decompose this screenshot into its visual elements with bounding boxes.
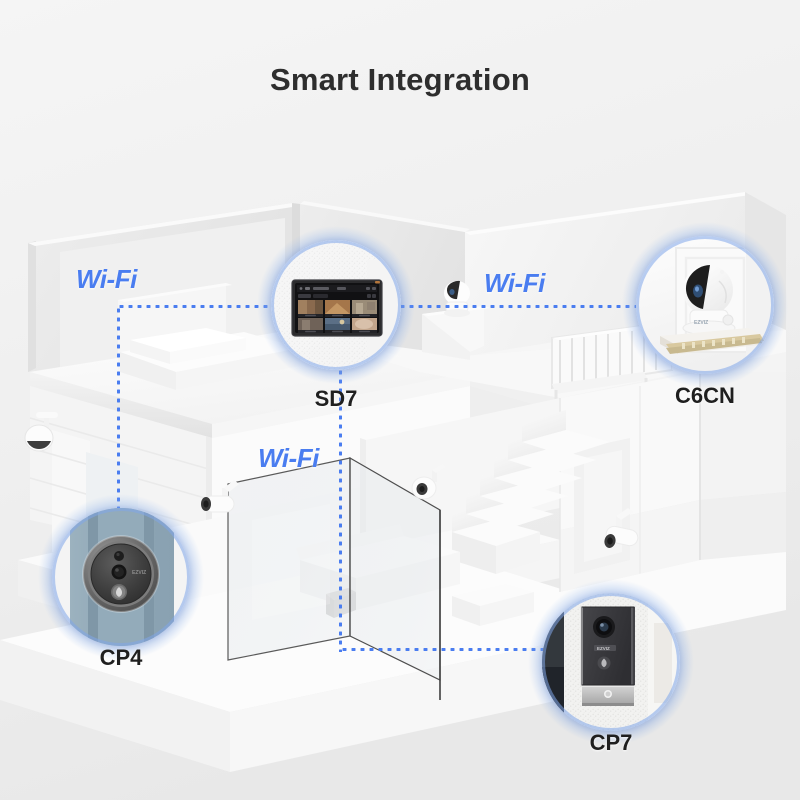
wifi-label-nursery: Wi-Fi [484, 268, 545, 298]
callout-sd7[interactable] [257, 226, 415, 384]
link-cp4-vertical [117, 306, 120, 520]
svg-text:EZVIZ: EZVIZ [597, 646, 610, 651]
entry-bullet-camera [201, 480, 239, 513]
page-title: Smart Integration [269, 62, 531, 97]
link-sd7-right [398, 305, 638, 308]
link-sd7-down [339, 368, 342, 652]
callout-cp7[interactable]: EZVIZ [528, 579, 694, 745]
hall-bullet-camera [604, 508, 639, 548]
c6cn-disc: EZVIZ [636, 236, 774, 374]
stair-dome-camera [411, 464, 446, 500]
device-label-cp4: CP4 [99, 645, 143, 670]
svg-text:EZVIZ: EZVIZ [132, 570, 146, 576]
cp7-disc: EZVIZ [542, 593, 680, 731]
wifi-label-bedroom: Wi-Fi [76, 264, 137, 294]
link-sd7-left [117, 305, 277, 308]
device-label-c6cn: C6CN [675, 383, 735, 408]
device-label-sd7: SD7 [314, 386, 358, 411]
callout-cp4[interactable]: EZVIZ [38, 494, 204, 660]
wifi-label-hallway: Wi-Fi [258, 443, 319, 473]
device-label-cp7: CP7 [589, 730, 633, 755]
bedroom-dome-camera [24, 412, 58, 452]
sd7-disc [271, 240, 401, 370]
link-cp7-bottom [340, 648, 545, 651]
callout-c6cn[interactable]: EZVIZ [622, 222, 788, 388]
svg-text:EZVIZ: EZVIZ [694, 320, 708, 326]
cp4-disc: EZVIZ [52, 508, 190, 646]
nursery-pt-camera [444, 280, 470, 317]
